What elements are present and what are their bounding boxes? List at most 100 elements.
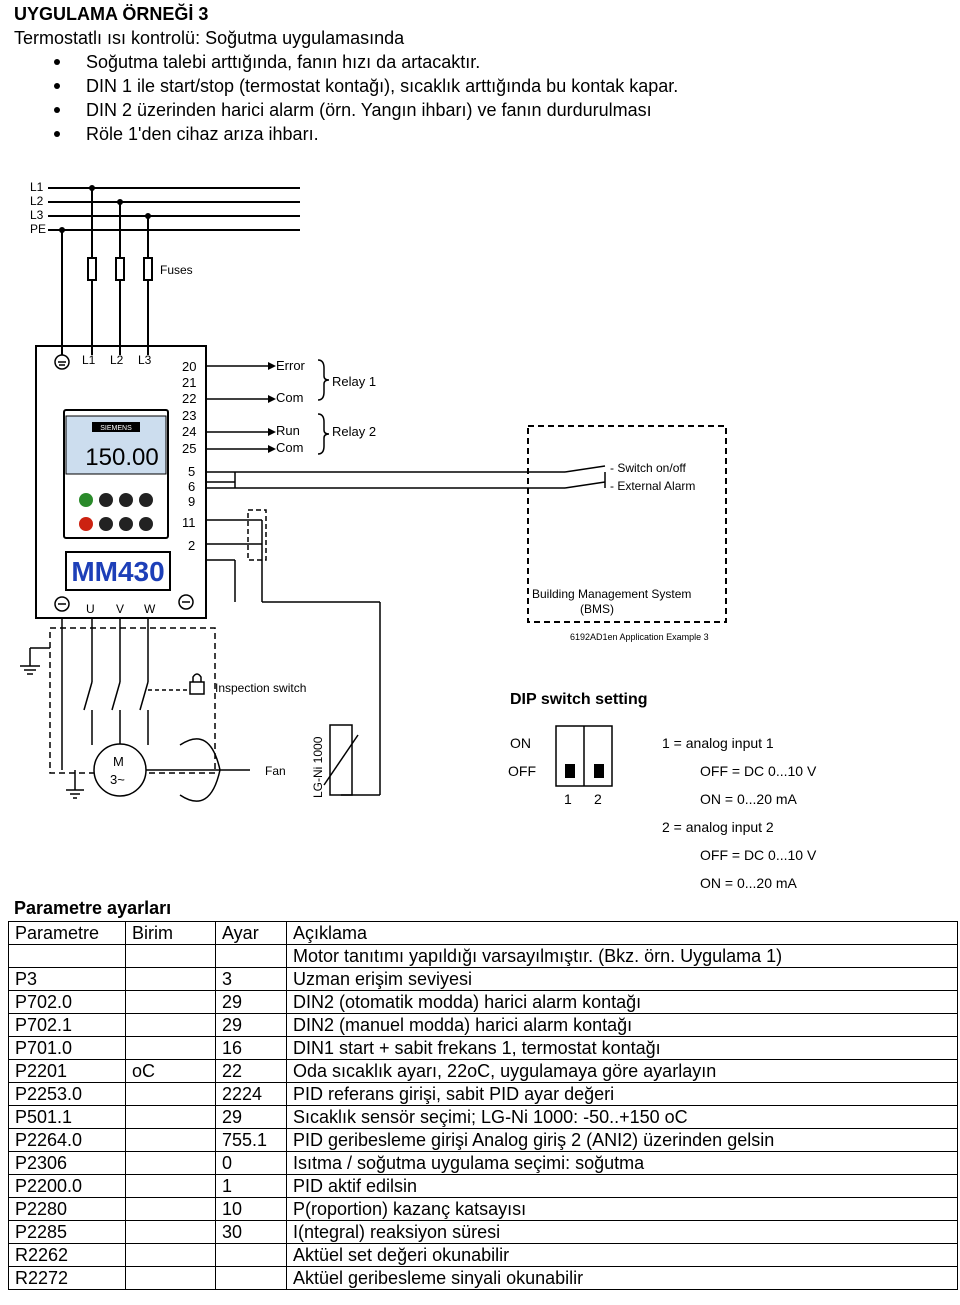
bullet-icon [54,131,60,137]
table-cell [125,1220,216,1244]
dip-switch [555,725,613,787]
bullet-icon [54,107,60,113]
dip-on-label: ON [510,735,531,751]
table-cell: 30 [215,1220,287,1244]
terminal-number: 20 [182,359,196,374]
table-cell [125,1082,216,1106]
table-cell: 0 [215,1151,287,1175]
mains-label: PE [30,222,46,236]
fan-label: Fan [265,764,286,778]
display-value: 150.00 [85,444,158,471]
dip-description: 2 = analog input 2 [662,819,774,835]
relay2-label: Relay 2 [332,424,376,439]
table-cell: R2262 [8,1243,126,1267]
mains-label: L3 [30,208,44,222]
table-cell: oC [125,1059,216,1083]
dip-title: DIP switch setting [510,691,648,708]
output-terminal-label: U [86,602,95,616]
table-cell: P2285 [8,1220,126,1244]
table-cell [125,1266,216,1290]
list-item: DIN 2 üzerinden harici alarm (örn. Yangı… [14,99,678,123]
table-cell: P3 [8,967,126,991]
dip-description: 1 = analog input 1 [662,735,774,751]
relay-signal-label: Run [276,423,300,438]
table-cell: P2201 [8,1059,126,1083]
table-cell: P501.1 [8,1105,126,1129]
table-cell: PID geribesleme girişi Analog giriş 2 (A… [286,1128,958,1152]
relay-signal-label: Com [276,440,303,455]
mains-label: L2 [30,194,44,208]
motor-label: M [113,754,124,769]
relay1-label: Relay 1 [332,374,376,389]
list-item-text: Soğutma talebi arttığında, fanın hızı da… [86,52,481,72]
output-terminal-label: V [116,602,124,616]
input-terminal-label: L2 [110,353,124,367]
mains-label: L1 [30,180,44,194]
table-cell [125,944,216,968]
table-cell [125,1013,216,1037]
table-cell: 10 [215,1197,287,1221]
dip-description: OFF = DC 0...10 V [700,763,817,779]
column-header: Açıklama [286,921,958,945]
column-header: Birim [125,921,216,945]
table-cell: 3 [215,967,287,991]
bullet-icon [54,83,60,89]
input-terminal-label: L3 [138,353,152,367]
table-cell: DIN2 (otomatik modda) harici alarm konta… [286,990,958,1014]
table-cell [125,990,216,1014]
terminal-number: 23 [182,408,196,423]
table-cell [8,944,126,968]
display-brand: SIEMENS [100,425,132,432]
relay-signal-label: Com [276,390,303,405]
inspection-switch-label: Inspection switch [215,681,306,695]
table-cell: 29 [215,990,287,1014]
motor-phase-label: 3~ [110,772,125,787]
table-cell: 22 [215,1059,287,1083]
input-terminal-label: L1 [82,353,96,367]
table-cell: Motor tanıtımı yapıldığı varsayılmıştır.… [286,944,958,968]
list-item-text: DIN 2 üzerinden harici alarm (örn. Yangı… [86,100,652,120]
table-cell: P2200.0 [8,1174,126,1198]
keypad [79,493,153,531]
table-cell [215,1266,287,1290]
list-item: Soğutma talebi arttığında, fanın hızı da… [14,51,678,75]
table-cell [125,967,216,991]
dip-number: 1 [564,791,572,807]
dip-off-label: OFF [508,763,536,779]
requirement-list: Soğutma talebi arttığında, fanın hızı da… [14,51,678,147]
dip-number: 2 [594,791,602,807]
table-cell: DIN2 (manuel modda) harici alarm kontağı [286,1013,958,1037]
table-cell [125,1197,216,1221]
terminal-number: 5 [188,464,195,479]
table-header-row: Parametre Birim Ayar Açıklama [8,921,958,945]
table-cell: Isıtma / soğutma uygulama seçimi: soğutm… [286,1151,958,1175]
table-cell: Uzman erişim seviyesi [286,967,958,991]
terminal-number: 6 [188,479,195,494]
table-cell: Oda sıcaklık ayarı, 22oC, uygulamaya gör… [286,1059,958,1083]
fuses-label: Fuses [160,263,193,277]
terminal-number: 2 [188,538,195,553]
table-cell: Sıcaklık sensör seçimi; LG-Ni 1000: -50.… [286,1105,958,1129]
table-cell: PID aktif edilsin [286,1174,958,1198]
table-row: Motor tanıtımı yapıldığı varsayılmıştır.… [8,944,958,968]
list-item: Röle 1'den cihaz arıza ihbarı. [14,123,678,147]
table-cell: P702.0 [8,990,126,1014]
table-cell: P2264.0 [8,1128,126,1152]
parameters-title: Parametre ayarları [14,898,172,918]
table-cell: 29 [215,1013,287,1037]
drawing-reference: 6192AD1en Application Example 3 [570,632,709,642]
table-cell: R2272 [8,1266,126,1290]
table-cell: 1 [215,1174,287,1198]
dip-description: OFF = DC 0...10 V [700,847,817,863]
table-cell [125,1151,216,1175]
